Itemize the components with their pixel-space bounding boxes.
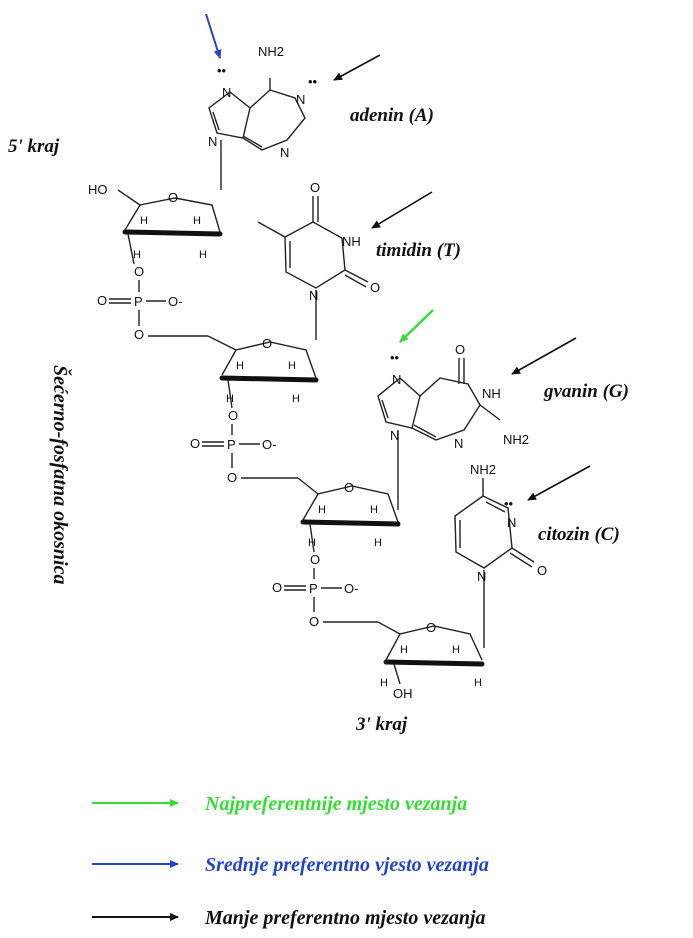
sugar2-h: H [292, 393, 300, 405]
phosphate3-o: O [272, 580, 282, 595]
sugar-2: O H H H H [207, 335, 319, 409]
adenine-n3: N [280, 145, 289, 160]
thymine-o4: O [310, 180, 320, 195]
phosphate1-o-minus: O- [168, 294, 182, 309]
adenine-lone-pair-n1: •• [308, 74, 318, 89]
cytosine-lone-pair: •• [504, 496, 514, 511]
label-adenine: adenin (A) [350, 105, 434, 126]
phosphate-3: O O P O- O [272, 552, 378, 629]
sugar1-h: H [133, 249, 141, 261]
phosphate3-p: P [309, 581, 318, 596]
phosphate1-o: O [134, 327, 144, 342]
adenine-base: N N N N NH2 •• •• [205, 13, 381, 190]
sugar4-ring-oxygen: O [426, 620, 436, 635]
black-arrow-cytosine [527, 465, 591, 501]
cytosine-n1: N [477, 569, 486, 584]
label-five-prime: 5' kraj [8, 136, 60, 157]
green-arrow-guanine [399, 309, 434, 343]
sugar4-h: H [452, 644, 460, 656]
cytosine-amino: NH2 [470, 462, 496, 477]
black-arrow-adenine [333, 54, 381, 81]
cytosine-o2: O [537, 563, 547, 578]
thymine-n1: N [309, 288, 318, 303]
phosphate1-o: O [134, 264, 144, 279]
guanine-o6: O [455, 342, 465, 357]
thymine-o2: O [370, 280, 380, 295]
adenine-amino: NH2 [258, 44, 284, 59]
guanine-n9: N [390, 428, 399, 443]
guanine-n3: N [454, 436, 463, 451]
sugar3-h: H [308, 537, 316, 549]
sugar2-h: H [236, 360, 244, 372]
sugar3-ring-oxygen: O [344, 480, 354, 495]
label-guanine: gvanin (G) [543, 381, 629, 402]
sugar-1: HO O H H H H [88, 182, 223, 265]
adenine-n1: N [296, 92, 305, 107]
thymine-base: O NH O N [257, 180, 433, 340]
phosphate3-o: O [309, 614, 319, 629]
phosphate2-o-minus: O- [262, 437, 276, 452]
sugar1-h: H [199, 249, 207, 261]
label-cytosine: citozin (C) [538, 524, 620, 545]
sugar1-hydroxyl: HO [88, 182, 108, 197]
guanine-n1h: NH [482, 386, 501, 401]
phosphate2-o: O [190, 436, 200, 451]
sugar4-h: H [400, 644, 408, 656]
guanine-n7: N [392, 372, 401, 387]
label-thymidine: timidin (T) [376, 240, 461, 261]
phosphate3-o-minus: O- [344, 581, 358, 596]
sugar2-ring-oxygen: O [262, 336, 272, 351]
sugar4-h: H [474, 677, 482, 689]
label-backbone: Šećerno-fosfatna okosnica [49, 365, 73, 584]
legend-item-medium-preferred: Srednje preferentno vjesto vezanja [205, 854, 489, 876]
sugar-4: O H H H H OH [377, 620, 485, 701]
sugar1-ring-oxygen: O [168, 190, 178, 205]
phosphate2-o: O [228, 408, 238, 423]
label-three-prime: 3' kraj [355, 714, 408, 735]
sugar3-h: H [374, 537, 382, 549]
sugar3-h: H [370, 504, 378, 516]
sugar3-h: H [318, 504, 326, 516]
legend: Najpreferentnije mjesto vezanja Srednje … [92, 793, 489, 929]
phosphate2-o: O [227, 470, 237, 485]
sugar1-h: H [140, 215, 148, 227]
guanine-base: N N O NH N NH2 •• [377, 309, 577, 510]
sugar2-h: H [288, 360, 296, 372]
cytosine-base: NH2 N O N •• [454, 462, 591, 648]
cytosine-n3: N [507, 515, 516, 530]
adenine-lone-pair-n7: •• [217, 63, 227, 78]
sugar4-3prime-hydroxyl: OH [393, 686, 413, 701]
phosphate1-o: O [97, 293, 107, 308]
sugar2-h: H [226, 393, 234, 405]
black-arrow-thymine [371, 191, 433, 229]
adenine-n9: N [208, 134, 217, 149]
sugar-3: O H H H H [297, 477, 401, 553]
blue-arrow-adenine [205, 13, 222, 59]
sugar1-h: H [193, 215, 201, 227]
phosphate2-p: P [227, 437, 236, 452]
phosphate1-p: P [134, 294, 143, 309]
thymine-n3h: NH [342, 234, 361, 249]
black-arrow-guanine [511, 337, 577, 375]
guanine-lone-pair: •• [390, 350, 400, 365]
adenine-n7: N [222, 85, 231, 100]
guanine-amino: NH2 [503, 432, 529, 447]
phosphate-1: O O P O- O [97, 264, 208, 342]
legend-item-less-preferred: Manje preferentno mjesto vezanja [204, 907, 486, 929]
phosphate3-o: O [310, 552, 320, 567]
legend-item-most-preferred: Najpreferentnije mjesto vezanja [204, 793, 467, 815]
phosphate-2: O O P O- O [190, 408, 298, 485]
sugar4-h: H [380, 677, 388, 689]
